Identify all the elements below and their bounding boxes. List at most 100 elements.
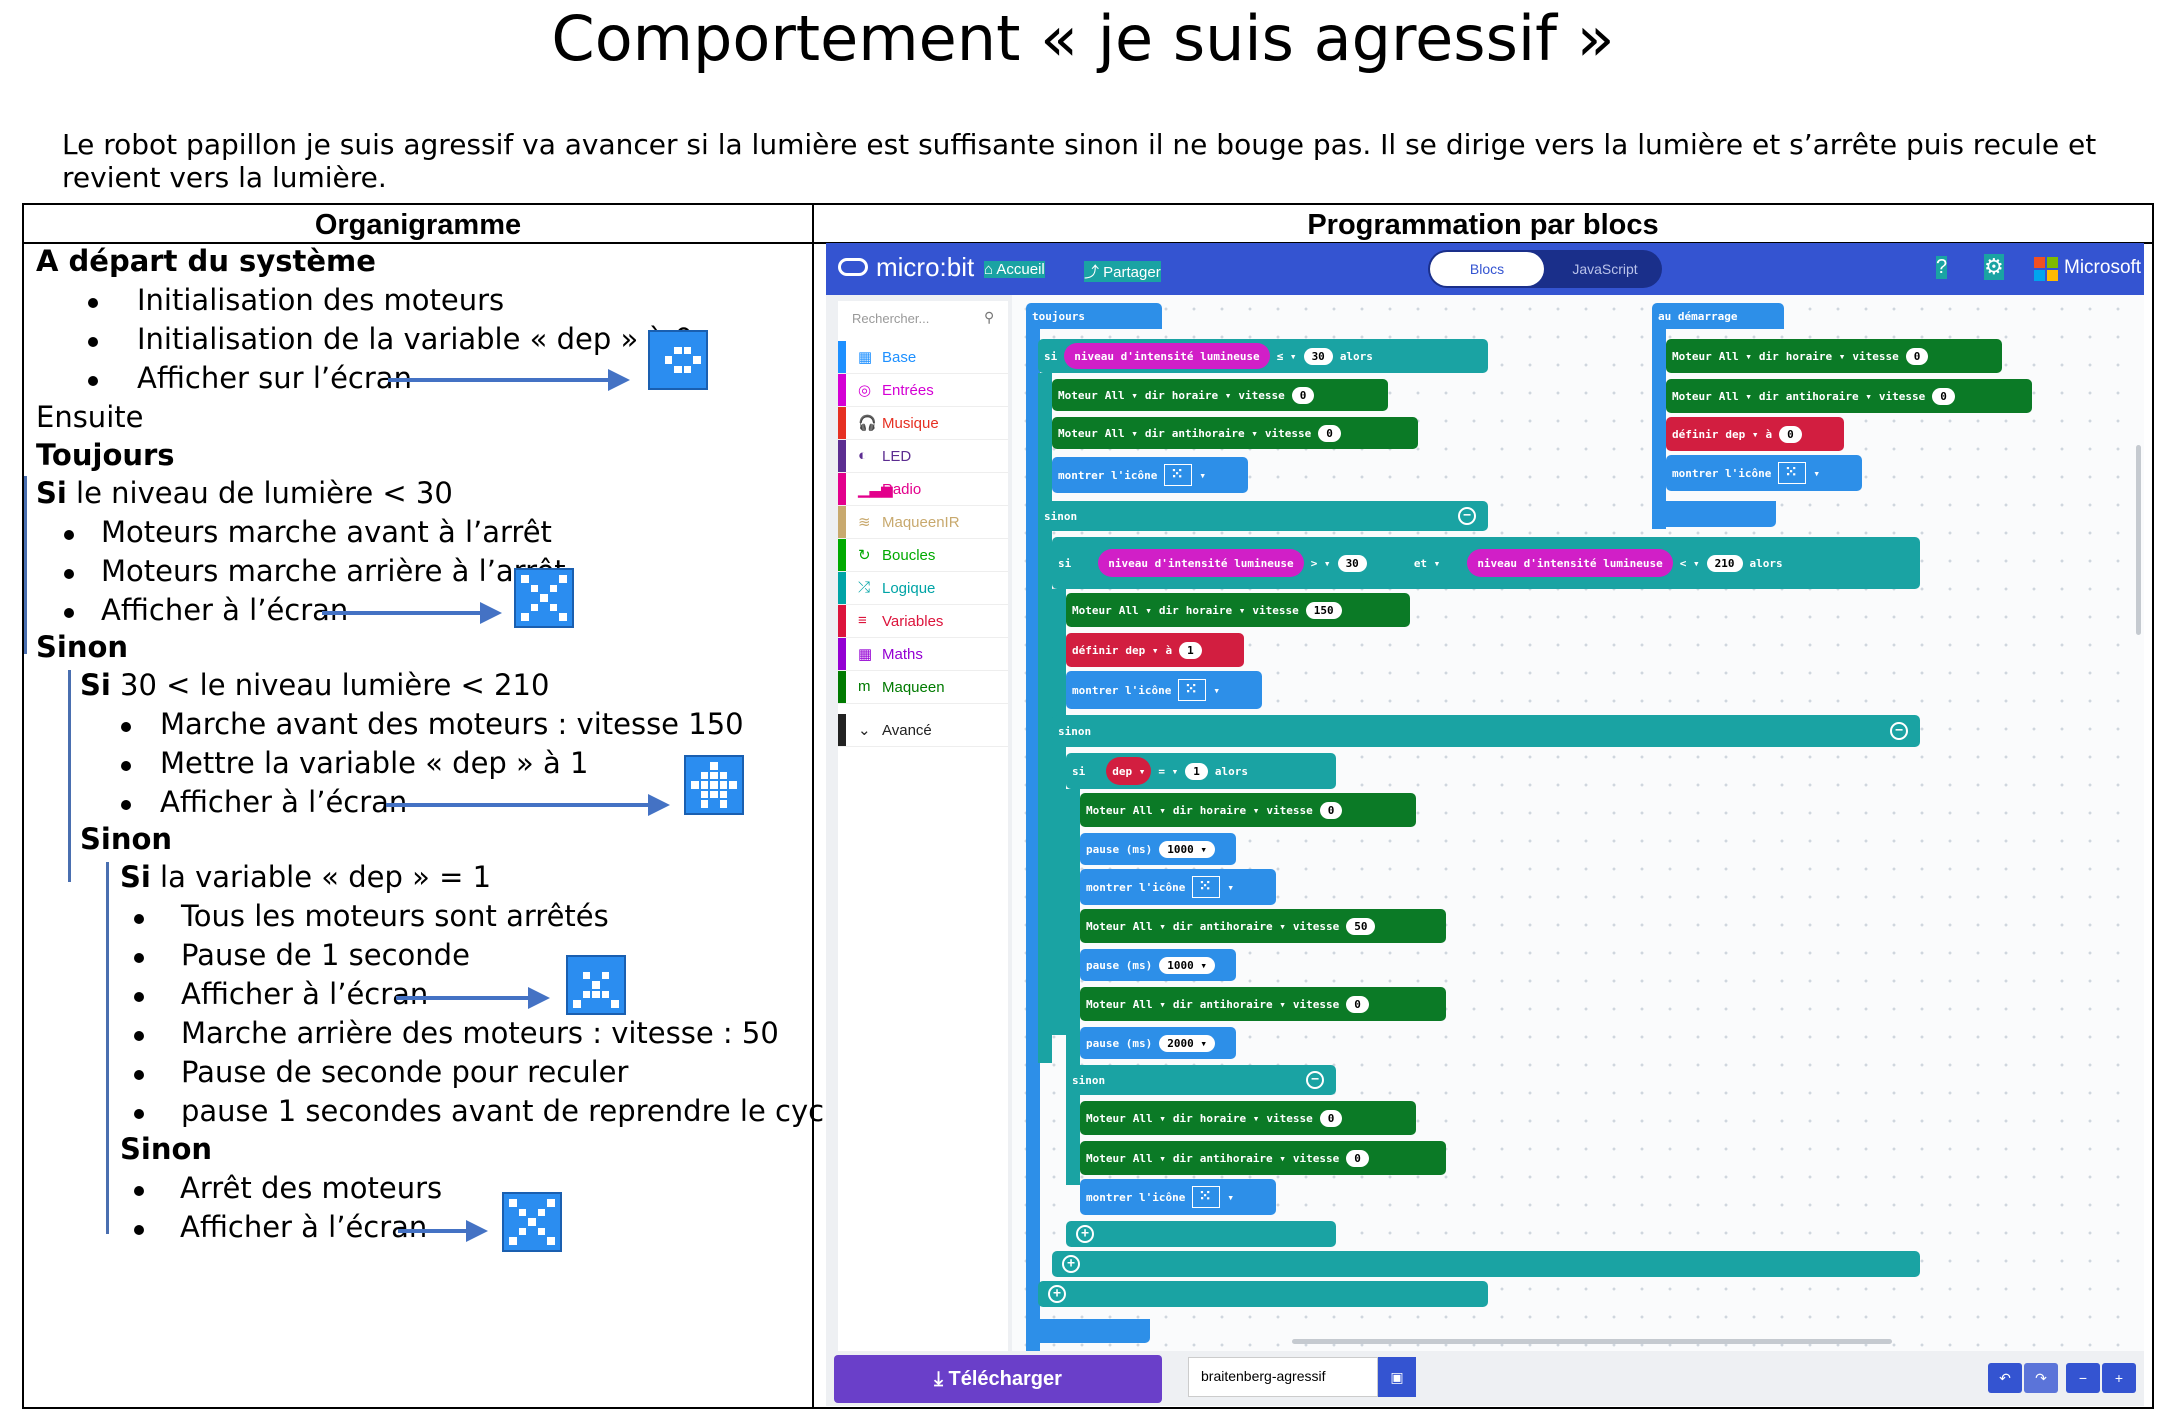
direction-select[interactable]: antihoraire (1786, 390, 1872, 403)
blocks-mode-button[interactable]: Blocs (1430, 252, 1544, 286)
variable-value[interactable]: 1 (1179, 641, 1202, 659)
operator-dropdown[interactable]: < (1680, 557, 1700, 570)
collapse-icon[interactable]: − (1890, 722, 1908, 740)
collapse-icon[interactable]: − (1306, 1071, 1324, 1089)
motor-select[interactable]: All (1105, 427, 1138, 440)
motor-select[interactable]: All (1133, 998, 1166, 1011)
direction-select[interactable]: horaire (1200, 1112, 1260, 1125)
variable-select[interactable]: dep (1112, 765, 1145, 778)
motor-block[interactable]: MoteurAlldirhorairevitesse0 (1080, 793, 1416, 827)
motor-block[interactable]: MoteurAlldirhorairevitesse0 (1666, 339, 2002, 373)
zoom-out-icon[interactable]: − (2066, 1363, 2100, 1393)
value-pill[interactable]: 30 (1337, 554, 1367, 572)
speed-value[interactable]: 50 (1346, 917, 1376, 935)
chevron-down-icon[interactable]: ▾ (1813, 466, 1820, 480)
speed-value[interactable]: 0 (1932, 387, 1955, 405)
toolbox-category[interactable]: ▦Base (838, 341, 1008, 374)
operator-dropdown[interactable]: = (1158, 765, 1178, 778)
speed-value[interactable]: 0 (1319, 1109, 1343, 1127)
motor-select[interactable]: All (1133, 1152, 1166, 1165)
if-block-1[interactable]: si niveau d'intensité lumineuse ≤ 30 alo… (1038, 339, 1488, 373)
toolbox-category[interactable]: ⌄Avancé (838, 714, 1008, 747)
light-level-block[interactable]: niveau d'intensité lumineuse (1064, 343, 1270, 369)
download-button[interactable]: ⤓ Télécharger (834, 1355, 1162, 1403)
value-pill[interactable]: 30 (1303, 347, 1333, 365)
toolbox-category[interactable]: 🎧Musique (838, 407, 1008, 440)
blocks-workspace[interactable]: toujours si niveau d'intensité lumineuse… (1012, 295, 2144, 1351)
toolbox-category[interactable]: ≋MaqueenIR (838, 506, 1008, 539)
operator-dropdown[interactable]: > (1311, 557, 1331, 570)
horizontal-scrollbar[interactable] (1292, 1339, 1892, 1344)
motor-select[interactable]: All (1105, 389, 1138, 402)
speed-value[interactable]: 0 (1346, 1149, 1369, 1167)
motor-block[interactable]: MoteurAlldirhorairevitesse0 (1080, 1101, 1416, 1135)
chevron-down-icon[interactable]: ▾ (1199, 468, 1206, 482)
add-icon[interactable]: + (1076, 1225, 1094, 1243)
vertical-scrollbar[interactable] (2136, 445, 2141, 635)
motor-block[interactable]: MoteurAlldirantihorairevitesse50 (1080, 909, 1446, 943)
gear-icon[interactable]: ⚙ (1984, 254, 2004, 280)
show-icon-block[interactable]: montrer l'icône▾ (1080, 1179, 1276, 1215)
direction-select[interactable]: antihoraire (1172, 427, 1258, 440)
variable-value[interactable]: 0 (1779, 425, 1802, 443)
toolbox-category[interactable]: ⤮Logique (838, 572, 1008, 605)
chevron-down-icon[interactable]: ▾ (1227, 880, 1234, 894)
motor-block[interactable]: MoteurAlldirantihorairevitesse0 (1080, 987, 1446, 1021)
speed-value[interactable]: 0 (1291, 386, 1315, 404)
if-block-3[interactable]: si dep = 1 alors (1066, 753, 1336, 789)
value-pill[interactable]: 210 (1706, 554, 1743, 572)
direction-select[interactable]: horaire (1186, 604, 1246, 617)
show-icon-block[interactable]: montrer l'icône▾ (1080, 869, 1276, 905)
speed-value[interactable]: 0 (1905, 347, 1929, 365)
motor-select[interactable]: All (1133, 804, 1166, 817)
motor-select[interactable]: All (1119, 604, 1152, 617)
direction-select[interactable]: antihoraire (1200, 920, 1286, 933)
direction-select[interactable]: horaire (1172, 389, 1232, 402)
help-icon[interactable]: ? (1936, 256, 1948, 279)
speed-value[interactable]: 0 (1318, 424, 1341, 442)
zoom-in-icon[interactable]: + (2102, 1363, 2136, 1393)
home-link[interactable]: ⌂ Accueil (984, 261, 1045, 278)
operator-dropdown[interactable]: ≤ (1277, 350, 1297, 363)
pause-block[interactable]: pause (ms)1000 (1080, 949, 1236, 981)
variable-select[interactable]: dep (1125, 644, 1158, 657)
pause-block[interactable]: pause (ms)1000 (1080, 833, 1236, 865)
speed-value[interactable]: 0 (1346, 995, 1369, 1013)
direction-select[interactable]: antihoraire (1200, 998, 1286, 1011)
toolbox-category[interactable]: ▁▃▅Radio (838, 473, 1008, 506)
led-icon[interactable] (1178, 679, 1207, 701)
chevron-down-icon[interactable]: ▾ (1213, 683, 1220, 697)
save-icon[interactable]: ▣ (1378, 1357, 1416, 1397)
project-name-input[interactable]: braitenberg-agressif (1188, 1357, 1378, 1397)
led-icon[interactable] (1778, 462, 1807, 484)
motor-block[interactable]: MoteurAlldirhorairevitesse150 (1066, 593, 1410, 627)
pause-value[interactable]: 1000 (1159, 956, 1215, 974)
toolbox-category[interactable]: ≡Variables (838, 605, 1008, 638)
javascript-mode-button[interactable]: JavaScript (1572, 261, 1638, 277)
toolbox-category[interactable]: ▦Maths (838, 638, 1008, 671)
direction-select[interactable]: horaire (1786, 350, 1846, 363)
variable-reporter[interactable]: dep (1106, 757, 1152, 785)
motor-block[interactable]: MoteurAlldirantihorairevitesse0 (1666, 379, 2032, 413)
toolbox-category[interactable]: ↻Boucles (838, 539, 1008, 572)
value-pill[interactable]: 1 (1185, 762, 1208, 780)
microbit-logo[interactable]: micro:bit (876, 252, 975, 282)
direction-select[interactable]: horaire (1200, 804, 1260, 817)
direction-select[interactable]: antihoraire (1200, 1152, 1286, 1165)
chevron-down-icon[interactable]: ▾ (1227, 1190, 1234, 1204)
led-icon[interactable] (1192, 1186, 1221, 1208)
led-icon[interactable] (1164, 464, 1193, 486)
motor-select[interactable]: All (1719, 350, 1752, 363)
motor-block[interactable]: MoteurAlldirhorairevitesse0 (1052, 379, 1388, 411)
show-icon-block[interactable]: montrer l'icône▾ (1052, 457, 1248, 493)
search-input[interactable]: Rechercher... ⚲ (852, 301, 1012, 335)
motor-select[interactable]: All (1133, 1112, 1166, 1125)
share-link[interactable]: ⤴ Partager (1084, 261, 1161, 282)
motor-block[interactable]: MoteurAlldirantihorairevitesse0 (1052, 417, 1418, 449)
pause-block[interactable]: pause (ms)2000 (1080, 1027, 1236, 1059)
show-icon-block[interactable]: montrer l'icône▾ (1066, 671, 1262, 709)
pause-value[interactable]: 2000 (1159, 1034, 1215, 1052)
set-variable-block[interactable]: définirdepà0 (1666, 417, 1844, 451)
on-start-block[interactable]: au démarrage (1652, 303, 1784, 329)
